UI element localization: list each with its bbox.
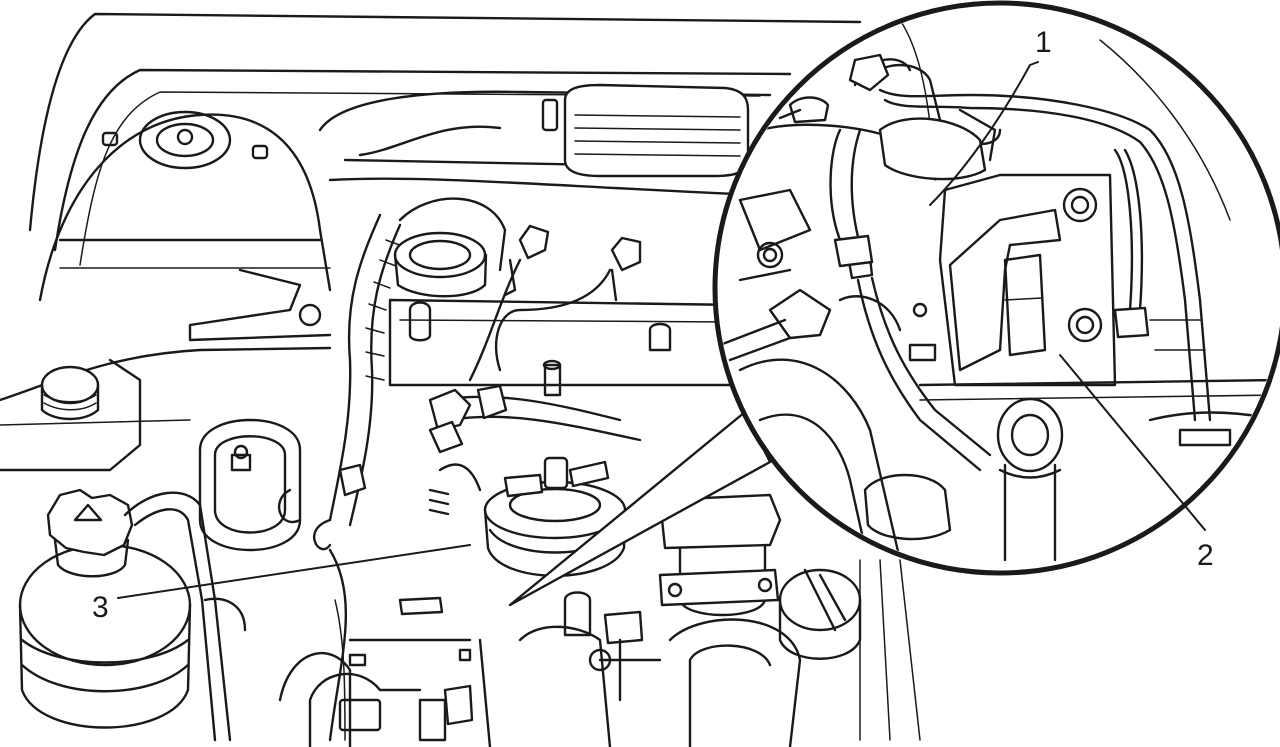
- detail-magnifier: [508, 0, 1280, 607]
- callout-label-3: 3: [92, 591, 109, 624]
- callout-2: 2: [1059, 354, 1214, 572]
- engine-bay: [0, 12, 921, 747]
- callout-label-1: 1: [1035, 26, 1052, 59]
- callout-3: 3: [92, 544, 471, 624]
- callout-label-2: 2: [1197, 539, 1214, 572]
- callout-1: 1: [929, 26, 1052, 206]
